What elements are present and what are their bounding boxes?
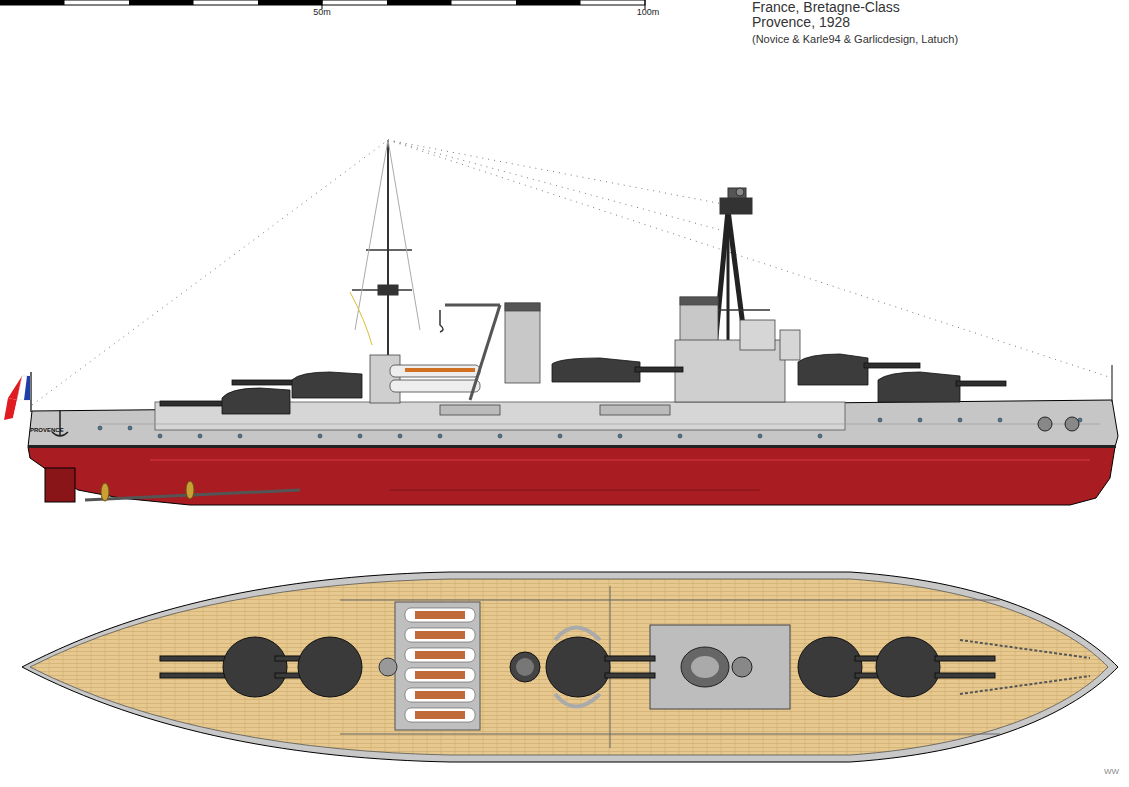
superstructure bbox=[370, 297, 1112, 415]
deck-plan bbox=[22, 572, 1118, 762]
rigging bbox=[32, 140, 1112, 405]
credit-text: (Novice & Karle94 & Garlicdesign, Latuch… bbox=[752, 33, 958, 45]
hull-side bbox=[28, 400, 1118, 505]
anchor-chain bbox=[960, 640, 1090, 694]
watermark: WW bbox=[1104, 768, 1119, 777]
title-text: France, Bretagne-Class bbox=[752, 0, 900, 15]
scale-label: 50m bbox=[313, 8, 331, 18]
french-flag bbox=[4, 372, 31, 420]
gun-turret-plan bbox=[160, 637, 995, 697]
ship-name: PROVENCE bbox=[30, 427, 64, 434]
gun-turret bbox=[160, 354, 1006, 414]
subtitle-text: Provence, 1928 bbox=[752, 15, 850, 30]
scale-label: 100m bbox=[637, 8, 660, 18]
